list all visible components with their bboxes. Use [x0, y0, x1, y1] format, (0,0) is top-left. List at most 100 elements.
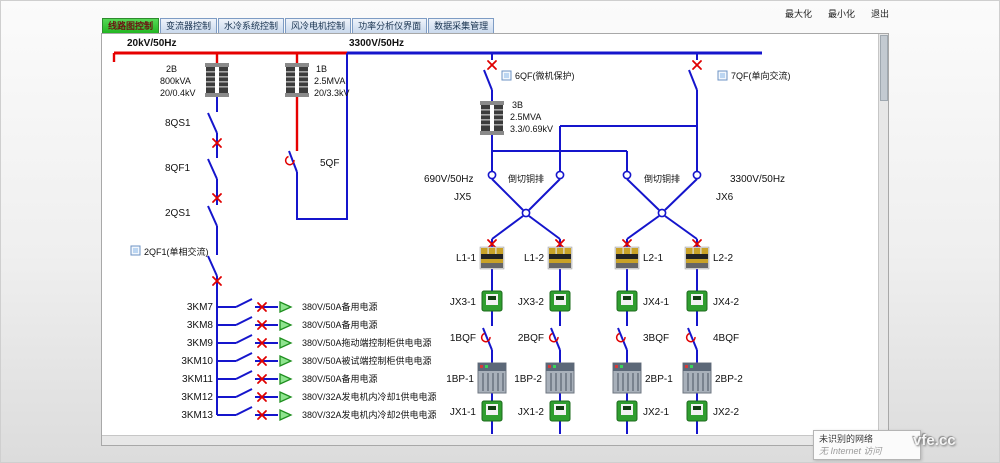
switch-8qs1[interactable]: [207, 112, 218, 134]
label-t3b-kva: 2.5MVA: [510, 112, 541, 122]
label-bus-20kv: 20kV/50Hz: [127, 38, 176, 49]
label-jx2-2: JX2-2: [713, 407, 740, 418]
checkbox-7qf[interactable]: [717, 70, 728, 81]
single-line-diagram: 20kV/50Hz 3300V/50Hz 2B 800kVA 20/0.4kV …: [112, 38, 791, 434]
label-3km13: 3KM13: [181, 410, 213, 421]
label-3bqf: 3BQF: [643, 333, 669, 344]
desc-3km9: 380V/50A拖动端控制柜供电电源: [302, 337, 432, 348]
label-t3b-name: 3B: [512, 100, 523, 110]
drive-icons-bp[interactable]: [477, 362, 712, 394]
desc-3km12: 380V/32A发电机内冷却1供电电源: [302, 391, 437, 402]
label-l2-1: L2-1: [643, 253, 663, 264]
checkbox-2qf1[interactable]: [130, 245, 141, 256]
label-2qf1: 2QF1(单相交流): [144, 246, 209, 257]
maximize-button[interactable]: 最大化: [785, 9, 813, 19]
switch-2qf1[interactable]: [207, 255, 218, 277]
label-jx6: JX6: [716, 192, 734, 203]
meter-icons-jx1-jx2[interactable]: [481, 400, 708, 422]
label-changeover-busbar-1: 倒切铜排: [508, 173, 544, 184]
watermark: vfe.cc: [913, 432, 956, 449]
label-jx3-1: JX3-1: [450, 297, 477, 308]
open-indicator-6qf: [487, 60, 497, 70]
label-1bp-1: 1BP-1: [446, 374, 474, 385]
contactor-icons[interactable]: [479, 246, 710, 270]
label-2qs1: 2QS1: [165, 208, 191, 219]
label-3km9: 3KM9: [187, 338, 214, 349]
label-3km11: 3KM11: [182, 374, 213, 385]
open-indicator-7qf: [692, 60, 702, 70]
minimize-button[interactable]: 最小化: [828, 9, 856, 19]
label-4bqf: 4BQF: [713, 333, 739, 344]
label-jx4-1: JX4-1: [643, 297, 670, 308]
label-3km7: 3KM7: [187, 302, 214, 313]
desc-3km7: 380V/50A备用电源: [302, 301, 378, 312]
transformer-3b-icon: [480, 101, 504, 135]
transformer-1b-icon: [285, 63, 309, 97]
label-7qf: 7QF(单向交流): [731, 70, 791, 81]
label-6qf: 6QF(微机保护): [515, 70, 575, 81]
switch-7qf[interactable]: [688, 60, 702, 91]
label-3km8: 3KM8: [187, 320, 214, 331]
label-jx3-2: JX3-2: [518, 297, 545, 308]
diagram-canvas: 20kV/50Hz 3300V/50Hz 2B 800kVA 20/0.4kV …: [101, 33, 889, 446]
exit-button[interactable]: 退出: [871, 9, 890, 19]
desc-3km8: 380V/50A备用电源: [302, 319, 378, 330]
label-t2b-kva: 800kVA: [160, 76, 191, 86]
label-bus-3300v: 3300V/50Hz: [349, 38, 404, 49]
tab-air-cooling-motor-control[interactable]: 风冷电机控制: [285, 18, 352, 34]
vertical-scrollbar-thumb[interactable]: [880, 35, 888, 101]
transformer-2b-icon: [205, 63, 229, 97]
label-l1-2: L1-2: [524, 253, 544, 264]
label-1bqf: 1BQF: [450, 333, 476, 344]
label-jx1-2: JX1-2: [518, 407, 545, 418]
tab-water-cooling-control[interactable]: 水冷系统控制: [218, 18, 285, 34]
label-jx1-1: JX1-1: [450, 407, 477, 418]
label-rail-3300v: 3300V/50Hz: [730, 174, 785, 185]
tab-line-diagram-control[interactable]: 线路图控制: [102, 18, 160, 34]
bus-20kv: [112, 51, 347, 151]
switch-5qf[interactable]: [284, 150, 298, 173]
label-jx5: JX5: [454, 192, 472, 203]
bqf-switches[interactable]: [482, 327, 698, 351]
feeder-switches[interactable]: [235, 298, 253, 416]
tab-bar: 线路图控制 变流器控制 水冷系统控制 风冷电机控制 功率分析仪界面 数据采集管理: [102, 18, 495, 34]
desc-3km10: 380V/50A被试端控制柜供电电源: [302, 355, 432, 366]
switch-6qf[interactable]: [483, 60, 497, 91]
checkbox-6qf[interactable]: [501, 70, 512, 81]
label-l1-1: L1-1: [456, 253, 476, 264]
horizontal-scrollbar[interactable]: [102, 435, 879, 445]
label-t1b-name: 1B: [316, 64, 327, 74]
label-2bp-1: 2BP-1: [645, 374, 673, 385]
label-t1b-ratio: 20/3.3kV: [314, 88, 350, 98]
label-8qs1: 8QS1: [165, 118, 191, 129]
label-2bqf: 2BQF: [518, 333, 544, 344]
tab-converter-control[interactable]: 变流器控制: [160, 18, 218, 34]
network-status-popup: 未识别的网络 无 Internet 访问: [813, 430, 921, 460]
label-l2-2: L2-2: [713, 253, 733, 264]
label-3km10: 3KM10: [181, 356, 213, 367]
meter-icons-jx3-jx4[interactable]: [481, 290, 708, 312]
label-changeover-busbar-2: 倒切铜排: [644, 173, 680, 184]
window-controls: 最大化 最小化 退出: [785, 7, 889, 20]
label-3km12: 3KM12: [181, 392, 213, 403]
tab-power-analyzer[interactable]: 功率分析仪界面: [352, 18, 428, 34]
label-rail-690v: 690V/50Hz: [424, 174, 473, 185]
tab-data-acquisition[interactable]: 数据采集管理: [428, 18, 495, 34]
feeder-arrow-icons: [279, 301, 292, 421]
network-name: 未识别的网络: [819, 434, 874, 444]
label-t2b-name: 2B: [166, 64, 177, 74]
switch-8qf1[interactable]: [207, 158, 218, 180]
vertical-scrollbar[interactable]: [878, 34, 888, 436]
label-1bp-2: 1BP-2: [514, 374, 542, 385]
label-t1b-kva: 2.5MVA: [314, 76, 345, 86]
desc-3km13: 380V/32A发电机内冷却2供电电源: [302, 409, 437, 420]
label-t2b-ratio: 20/0.4kV: [160, 88, 196, 98]
switch-2qs1[interactable]: [207, 205, 218, 227]
desc-3km11: 380V/50A备用电源: [302, 373, 378, 384]
label-2bp-2: 2BP-2: [715, 374, 743, 385]
label-jx2-1: JX2-1: [643, 407, 670, 418]
label-jx4-2: JX4-2: [713, 297, 740, 308]
label-8qf1: 8QF1: [165, 163, 190, 174]
network-status: 无 Internet 访问: [819, 446, 882, 456]
